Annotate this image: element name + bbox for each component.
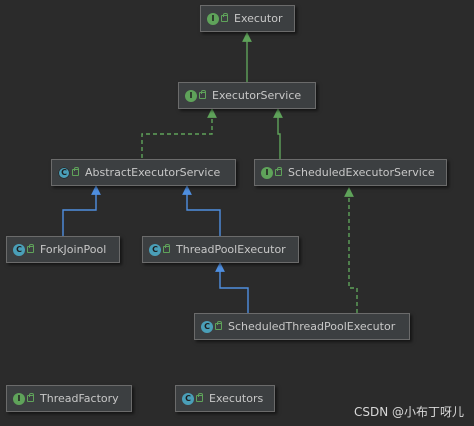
lock-icon	[27, 393, 34, 402]
lock-icon	[196, 393, 203, 402]
node-label: ForkJoinPool	[40, 243, 107, 256]
node-forkjoinpool[interactable]: C ForkJoinPool	[6, 236, 120, 263]
abstract-class-icon: C	[58, 166, 70, 179]
node-executorservice[interactable]: I ExecutorService	[178, 82, 316, 109]
edge-forkjoinpool-abstractexecutorservice	[62, 185, 101, 236]
node-scheduledexecutorservice[interactable]: I ScheduledExecutorService	[254, 159, 447, 186]
interface-icon: I	[207, 12, 219, 25]
interface-icon: I	[261, 166, 273, 179]
node-threadpoolexecutor[interactable]: C ThreadPoolExecutor	[142, 236, 299, 263]
lock-icon	[163, 244, 170, 253]
node-label: ScheduledExecutorService	[288, 166, 435, 179]
node-executor[interactable]: I Executor	[200, 5, 295, 32]
watermark: CSDN @小布丁呀儿	[353, 405, 464, 419]
node-label: Executors	[209, 392, 264, 405]
node-executors[interactable]: C Executors	[175, 385, 275, 412]
class-icon: C	[149, 243, 161, 256]
class-icon: C	[201, 320, 213, 333]
lock-icon	[275, 167, 282, 176]
node-threadfactory[interactable]: I ThreadFactory	[6, 385, 132, 412]
interface-icon: I	[13, 392, 25, 405]
node-scheduledthreadpoolexecutor[interactable]: C ScheduledThreadPoolExecutor	[194, 313, 410, 340]
node-label: ScheduledThreadPoolExecutor	[228, 320, 396, 333]
node-abstractexecutorservice[interactable]: C AbstractExecutorService	[51, 159, 236, 186]
interface-icon: I	[185, 89, 197, 102]
lock-icon	[215, 321, 222, 330]
lock-icon	[221, 13, 228, 22]
class-icon: C	[182, 392, 194, 405]
node-label: ThreadPoolExecutor	[176, 243, 286, 256]
edge-threadpoolexecutor-abstractexecutorservice	[182, 185, 221, 236]
node-label: ThreadFactory	[40, 392, 119, 405]
lock-icon	[72, 167, 79, 176]
lock-icon	[199, 90, 206, 99]
edge-scheduledthreadpoolexecutor-scheduledexecutorservice	[344, 187, 358, 313]
node-label: Executor	[234, 12, 283, 25]
node-label: AbstractExecutorService	[85, 166, 221, 179]
class-icon: C	[13, 243, 25, 256]
lock-icon	[27, 244, 34, 253]
edge-scheduledthreadpoolexecutor-threadpoolexecutor	[215, 262, 249, 313]
node-label: ExecutorService	[212, 89, 302, 102]
edge-abstractexecutorservice-executorservice	[141, 108, 217, 158]
edge-scheduledexecutorservice-executorservice	[273, 108, 283, 160]
